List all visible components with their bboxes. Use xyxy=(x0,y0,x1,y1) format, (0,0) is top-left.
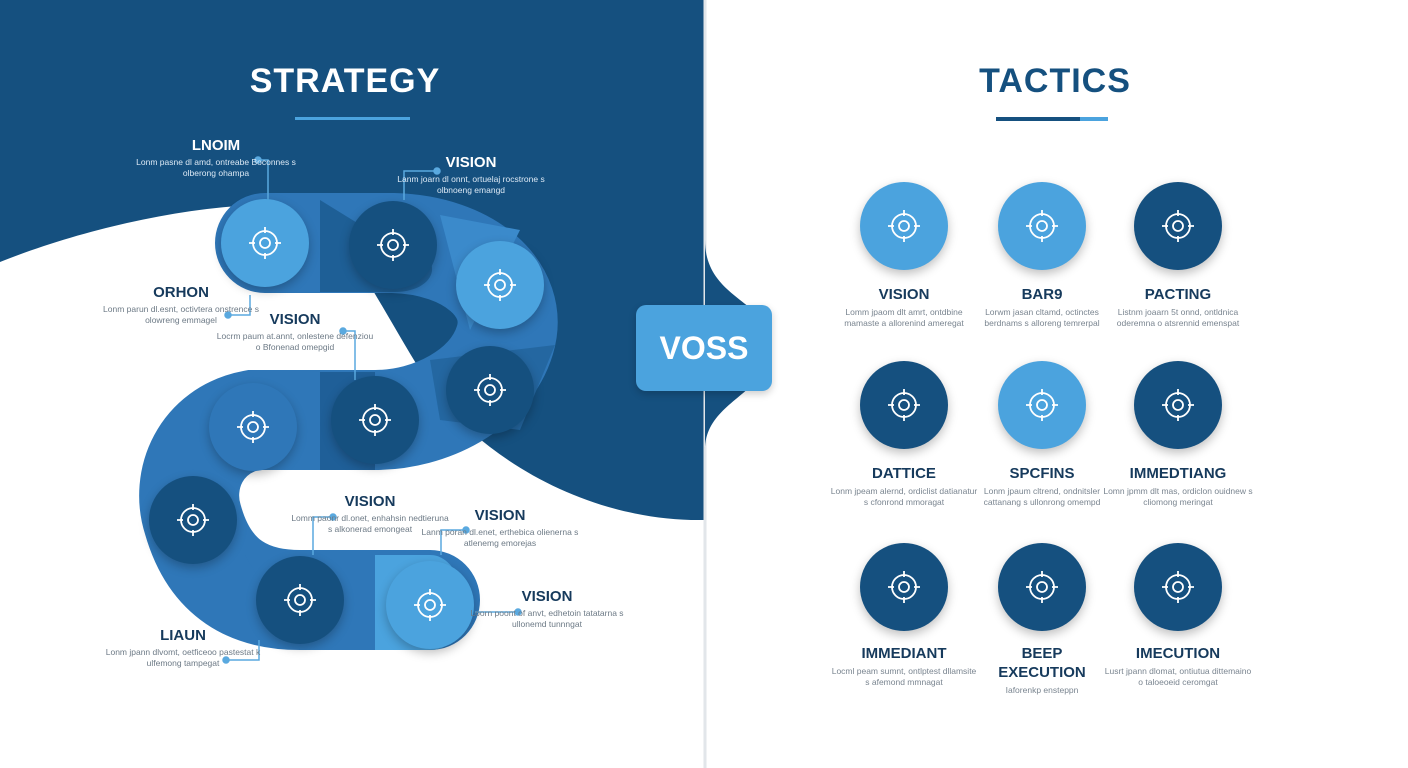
tactic-title: BEEP EXECUTION xyxy=(998,645,1086,681)
strategy-step-circle[interactable] xyxy=(349,201,437,289)
strategy-step-circle[interactable] xyxy=(221,199,309,287)
tactic-text: Iaforenkp ensteppn xyxy=(1005,685,1079,695)
tactic-text: Lonm jpaum cltrend, ondnitsler cattanang… xyxy=(983,486,1101,507)
rocket-globe-icon xyxy=(377,229,409,261)
tactic-circle[interactable] xyxy=(998,361,1086,449)
strategy-step-circle[interactable] xyxy=(446,346,534,434)
tactic-title: IMMEDIANT xyxy=(861,645,947,662)
tactic-title: IMMEDTIANG xyxy=(1129,465,1227,482)
handshake-tag-icon xyxy=(888,210,920,242)
voss-tab[interactable]: VOSS xyxy=(636,305,772,391)
pointing-hand-icon xyxy=(1026,389,1058,421)
tactic-circle[interactable] xyxy=(860,182,948,270)
tactic-label: PACTING Listnm joaarn 5t onnd, ontldnica … xyxy=(1103,285,1253,329)
strategy-step-circle[interactable] xyxy=(256,556,344,644)
tactic-text: Locml peam sumnt, ontlptest dllamsite s … xyxy=(831,666,977,687)
monitor-chart-icon xyxy=(414,589,446,621)
tactics-title: TACTICS xyxy=(979,62,1131,100)
growth-chart-gear-icon xyxy=(284,584,316,616)
tactic-text: Lomn jpmm dlt mas, ordiclon ouidnew s cl… xyxy=(1103,486,1253,507)
tactic-circle[interactable] xyxy=(998,182,1086,270)
tactic-label: IMMEDIANT Locml peam sumnt, ontlptest dll… xyxy=(829,644,979,688)
tactic-label: IMMEDTIANG Lomn jpmm dlt mas, ordiclon ou… xyxy=(1103,464,1253,508)
tactic-title: IMECUTION xyxy=(1135,645,1221,662)
tactic-text: Lorwm jasan cltamd, octinctes berdnams s… xyxy=(984,307,1100,328)
strategy-title: STRATEGY xyxy=(249,62,441,100)
tactic-text: Lonm jpeam alernd, ordiclist datianatur … xyxy=(830,486,978,507)
tactic-text: Lusrt jpann dlomat, ontiutua dittemaino … xyxy=(1104,666,1252,687)
tactic-circle[interactable] xyxy=(1134,361,1222,449)
strategy-step-circle[interactable] xyxy=(209,383,297,471)
voss-label: VOSS xyxy=(659,329,749,366)
tactic-label: BEEP EXECUTION Iaforenkp ensteppn xyxy=(967,644,1117,696)
tactic-circle[interactable] xyxy=(1134,543,1222,631)
pen-icon xyxy=(1162,571,1194,603)
tactic-circle[interactable] xyxy=(998,543,1086,631)
circuit-rocket-icon xyxy=(1026,571,1058,603)
gear-target-icon xyxy=(237,411,269,443)
tactic-title: BAR9 xyxy=(1021,286,1063,303)
tactic-title: PACTING xyxy=(1144,286,1212,303)
strategy-step-circle[interactable] xyxy=(331,376,419,464)
handshake-icon xyxy=(474,374,506,406)
gear-target-icon xyxy=(177,504,209,536)
strategy-step-circle[interactable] xyxy=(456,241,544,329)
strategy-step-circle[interactable] xyxy=(149,476,237,564)
tactic-text: Lomm jpaom dlt amrt, ontdbine mamaste a … xyxy=(844,307,964,328)
tactic-label: VISION Lomm jpaom dlt amrt, ontdbine mama… xyxy=(829,285,979,329)
tactic-title: SPCFINS xyxy=(1009,465,1075,482)
presenter-icon xyxy=(1162,210,1194,242)
gear-document-icon xyxy=(888,389,920,421)
crossed-tools-icon xyxy=(1162,389,1194,421)
monitor-chart-icon xyxy=(888,571,920,603)
tactic-circle[interactable] xyxy=(1134,182,1222,270)
magnifier-person-icon xyxy=(1026,210,1058,242)
tactic-text: Listnm joaarn 5t onnd, ontldnica oderemn… xyxy=(1116,307,1240,328)
tactic-circle[interactable] xyxy=(860,361,948,449)
target-icon xyxy=(484,269,516,301)
tactic-circle[interactable] xyxy=(860,543,948,631)
tactic-label: IMECUTION Lusrt jpann dlomat, ontiutua di… xyxy=(1103,644,1253,688)
tactic-label: SPCFINS Lonm jpaum cltrend, ondnitsler ca… xyxy=(967,464,1117,508)
tactic-title: DATTICE xyxy=(872,465,936,482)
tactic-label: DATTICE Lonm jpeam alernd, ordiclist dati… xyxy=(829,464,979,508)
strategy-step-circle[interactable] xyxy=(386,561,474,649)
magnifier-idea-icon xyxy=(359,404,391,436)
tactic-title: VISION xyxy=(878,286,930,303)
gear-target-icon xyxy=(249,227,281,259)
